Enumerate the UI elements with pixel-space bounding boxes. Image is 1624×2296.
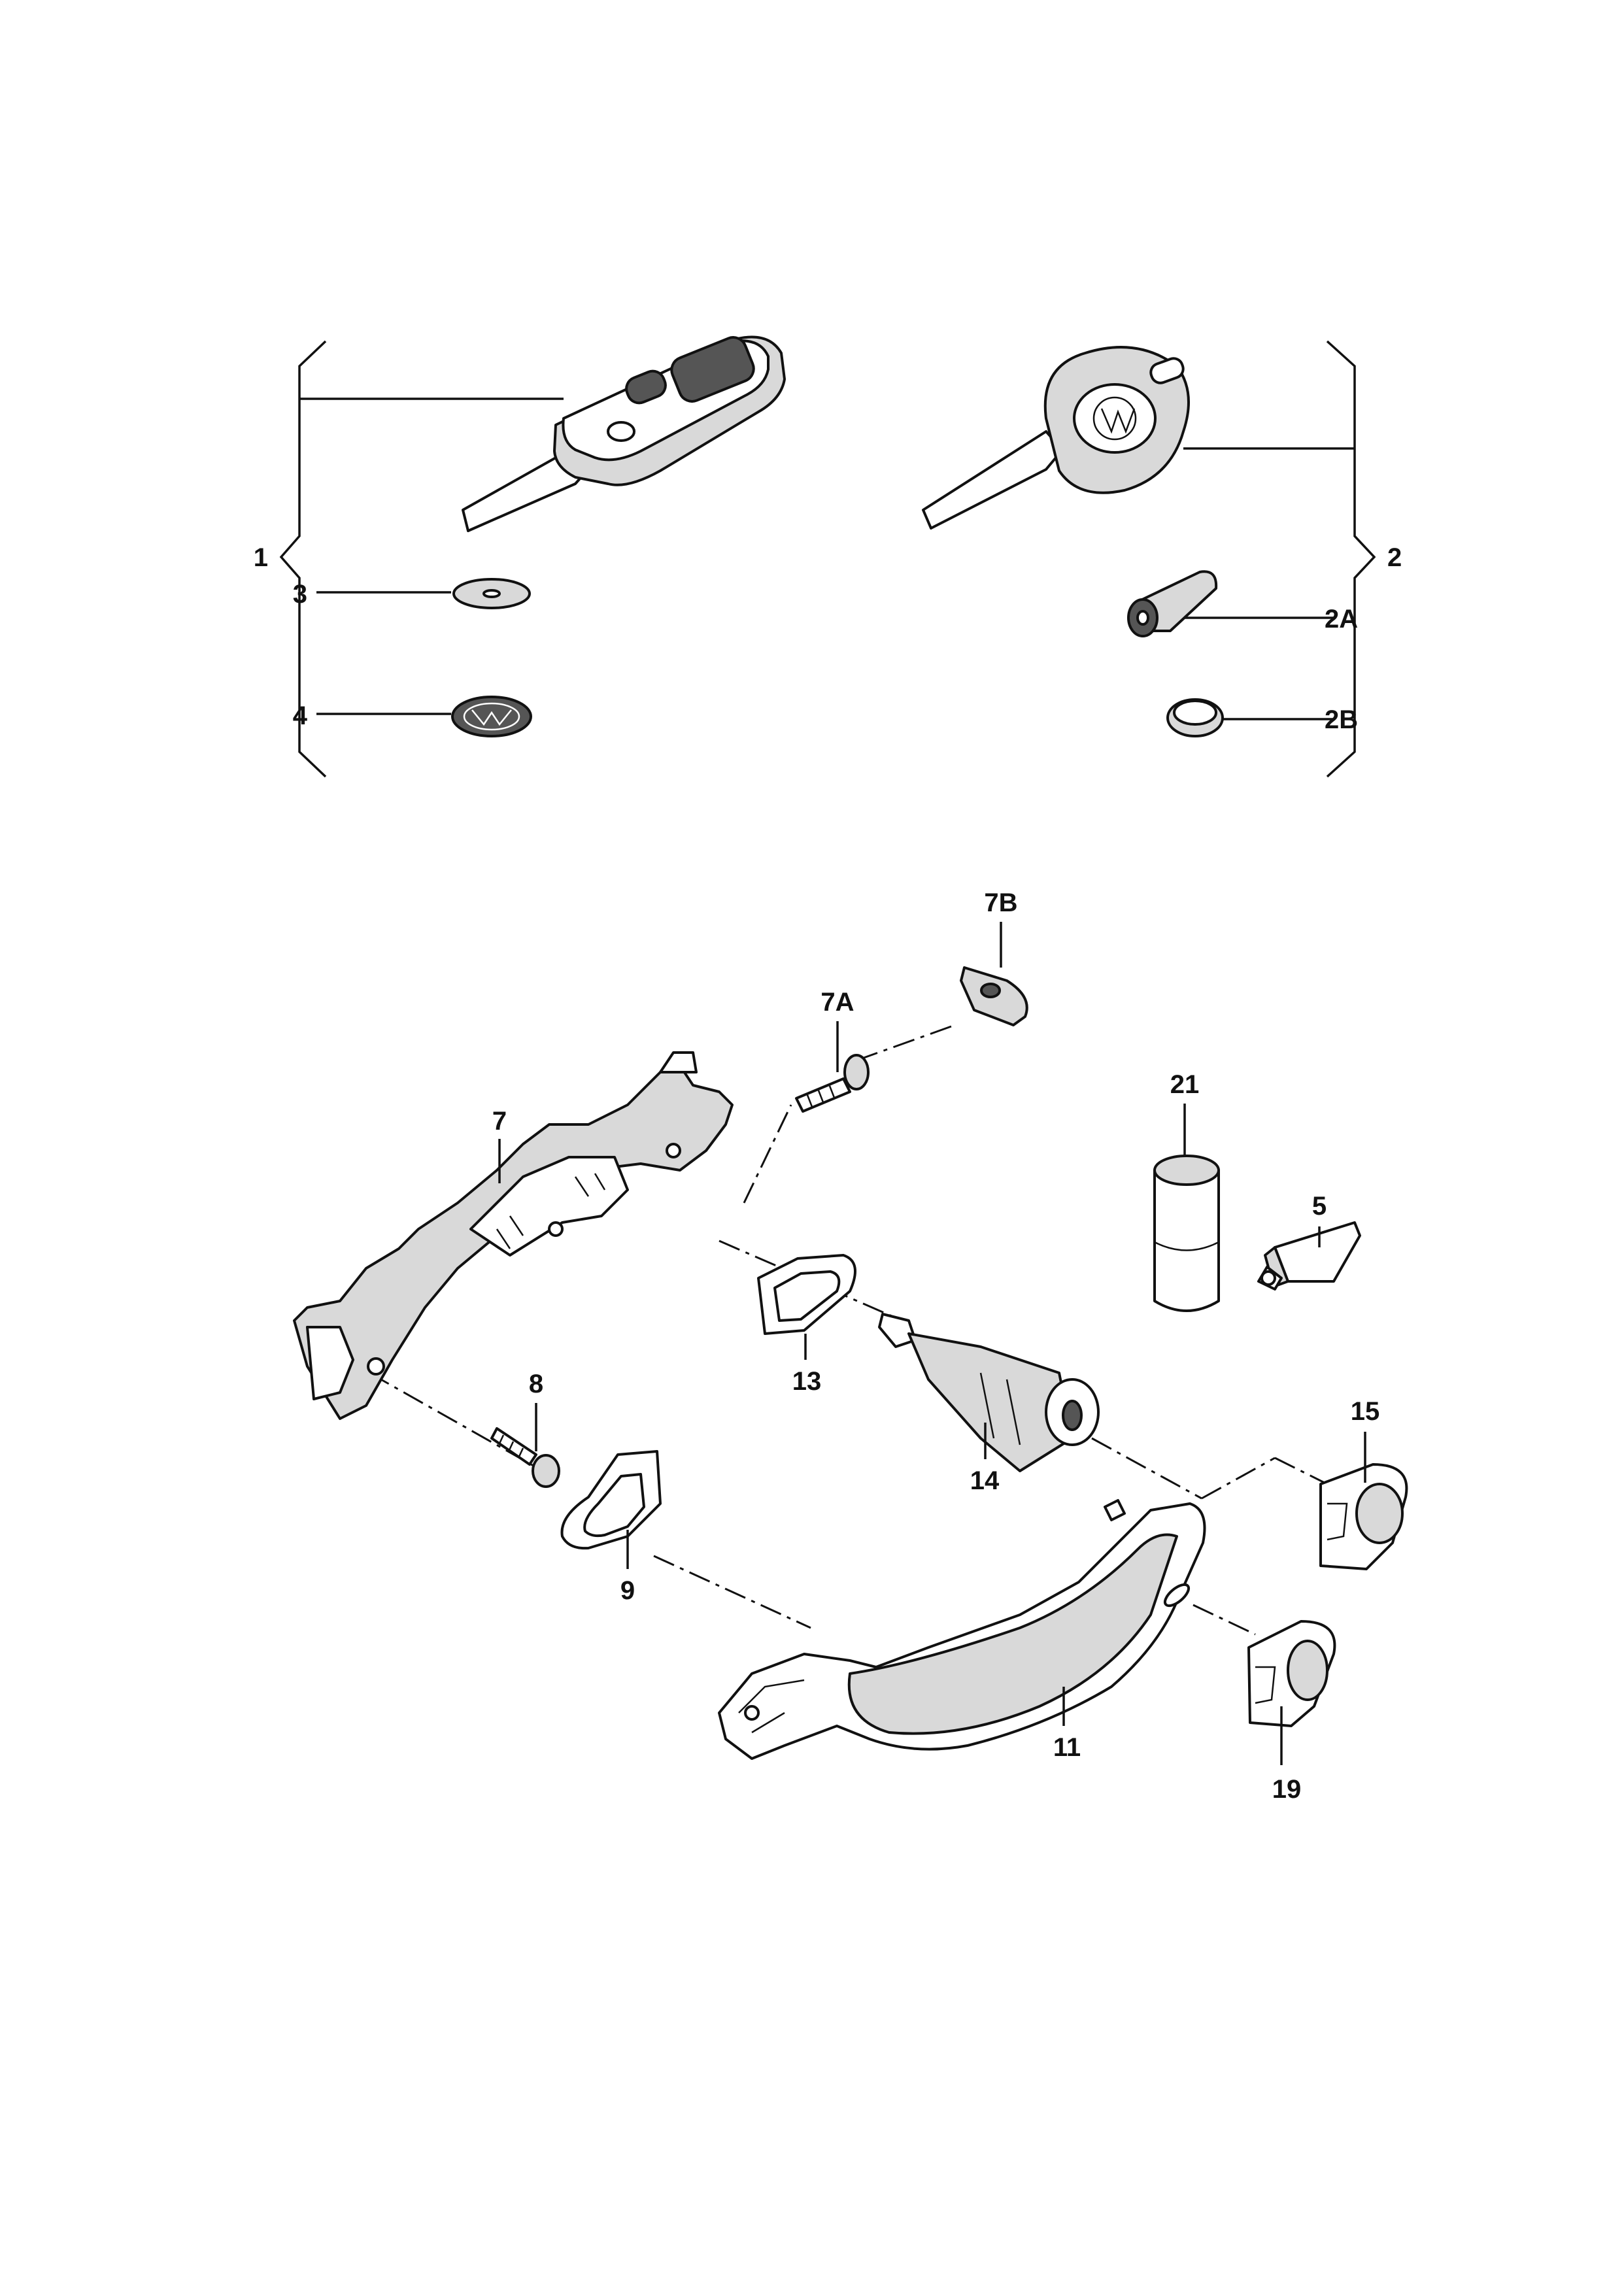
handle-bracket-icon (293, 1051, 734, 1420)
label-14: 14 (970, 1466, 1000, 1495)
label-21: 21 (1170, 1070, 1200, 1099)
cover-cap-icon-15 (1319, 1463, 1408, 1570)
label-2: 2 (1387, 543, 1402, 572)
washer-icon (452, 578, 531, 609)
grease-tube-icon (1257, 1221, 1361, 1291)
label-9: 9 (620, 1576, 635, 1605)
gasket-icon (757, 1254, 856, 1335)
emblem-icon (451, 696, 532, 737)
label-19: 19 (1272, 1775, 1302, 1804)
key-insert-icon (1127, 570, 1218, 637)
bolt-icon (795, 1054, 870, 1113)
label-2b: 2B (1325, 705, 1358, 734)
container-icon (1153, 1155, 1220, 1312)
label-3: 3 (293, 580, 307, 609)
group-1-bracket (279, 340, 564, 778)
reference-labels: 1 2 2A 2B 3 4 5 7 7A 7B 8 9 11 13 14 15 … (254, 543, 1402, 1804)
folding-remote-key-icon (462, 335, 786, 532)
door-handle-icon (718, 1499, 1206, 1760)
label-1: 1 (254, 543, 268, 572)
label-4: 4 (293, 701, 308, 730)
label-13: 13 (792, 1367, 822, 1396)
group-2-bracket (1183, 340, 1376, 778)
screw-icon (490, 1427, 560, 1488)
leader-lines (498, 922, 1366, 1765)
lock-cylinder-icon (878, 1313, 1100, 1472)
cap-icon (1166, 698, 1224, 737)
label-8: 8 (529, 1370, 543, 1398)
seal-icon (560, 1450, 662, 1550)
transponder-key-icon (922, 346, 1190, 530)
label-15: 15 (1351, 1397, 1380, 1426)
bush-icon (960, 966, 1028, 1026)
cover-cap-icon-19 (1247, 1620, 1336, 1727)
label-7b: 7B (984, 888, 1017, 917)
label-7: 7 (492, 1107, 507, 1136)
label-2a: 2A (1325, 605, 1358, 633)
label-11: 11 (1053, 1733, 1081, 1762)
label-5: 5 (1312, 1192, 1327, 1221)
label-7a: 7A (820, 988, 854, 1017)
